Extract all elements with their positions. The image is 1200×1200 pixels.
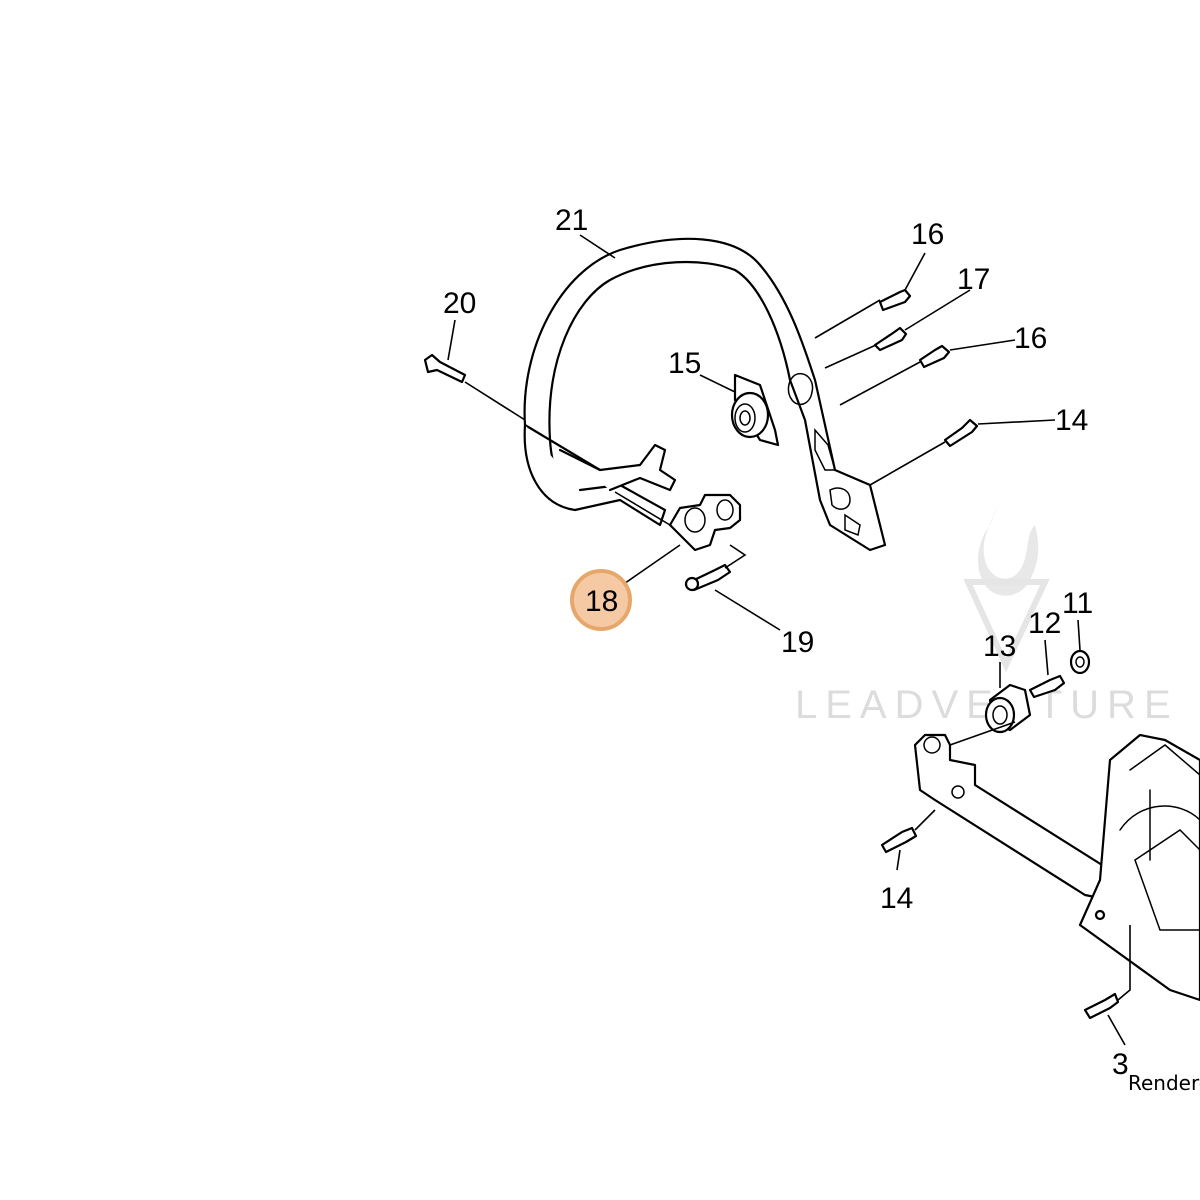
- washer-11[interactable]: [1069, 649, 1091, 675]
- watermark-flame-icon: [978, 495, 1039, 596]
- screw-19[interactable]: [684, 563, 732, 592]
- callout-19[interactable]: 19: [781, 626, 814, 659]
- callout-13[interactable]: 13: [983, 630, 1016, 663]
- callout-14-upper[interactable]: 14: [1055, 404, 1088, 437]
- lower-housing: [913, 733, 1200, 1002]
- screw-3[interactable]: [1083, 992, 1120, 1020]
- callout-3[interactable]: 3: [1112, 1048, 1129, 1081]
- screw-20[interactable]: [423, 353, 467, 384]
- highlight-circle[interactable]: [570, 569, 632, 631]
- watermark: LEADVENTURE: [795, 495, 1179, 727]
- part-21-handle-bar[interactable]: [523, 237, 887, 552]
- callout-21[interactable]: 21: [555, 204, 588, 237]
- screw-17[interactable]: [873, 326, 908, 352]
- callout-12[interactable]: 12: [1028, 607, 1061, 640]
- screw-14-upper[interactable]: [943, 418, 979, 448]
- watermark-v-icon: [963, 579, 1050, 673]
- part-15-vibration-mount[interactable]: [730, 373, 780, 447]
- callout-11[interactable]: 11: [1062, 587, 1093, 620]
- callout-16-lower[interactable]: 16: [1014, 322, 1047, 355]
- screw-16-lower[interactable]: [918, 344, 951, 369]
- part-18-bracket[interactable]: [668, 493, 742, 552]
- screw-12[interactable]: [1028, 674, 1066, 699]
- callout-17[interactable]: 17: [957, 263, 990, 296]
- callout-18[interactable]: 18: [585, 585, 618, 618]
- screw-16-upper[interactable]: [878, 288, 912, 312]
- callout-15[interactable]: 15: [668, 347, 701, 380]
- callout-14-lower[interactable]: 14: [880, 882, 913, 915]
- screw-14-lower[interactable]: [880, 826, 918, 854]
- watermark-text: LEADVENTURE: [795, 683, 1179, 727]
- rendered-footer-text: Renderec: [1128, 1071, 1200, 1095]
- part-13-vibration-mount[interactable]: [984, 683, 1032, 734]
- callout-20[interactable]: 20: [443, 287, 476, 320]
- callout-labels: 21 20 16 17 16 15 14 18 19 13 12 11 14 3: [443, 204, 1129, 1081]
- leader-lines: [447, 234, 1131, 1046]
- callout-16-upper[interactable]: 16: [911, 218, 944, 251]
